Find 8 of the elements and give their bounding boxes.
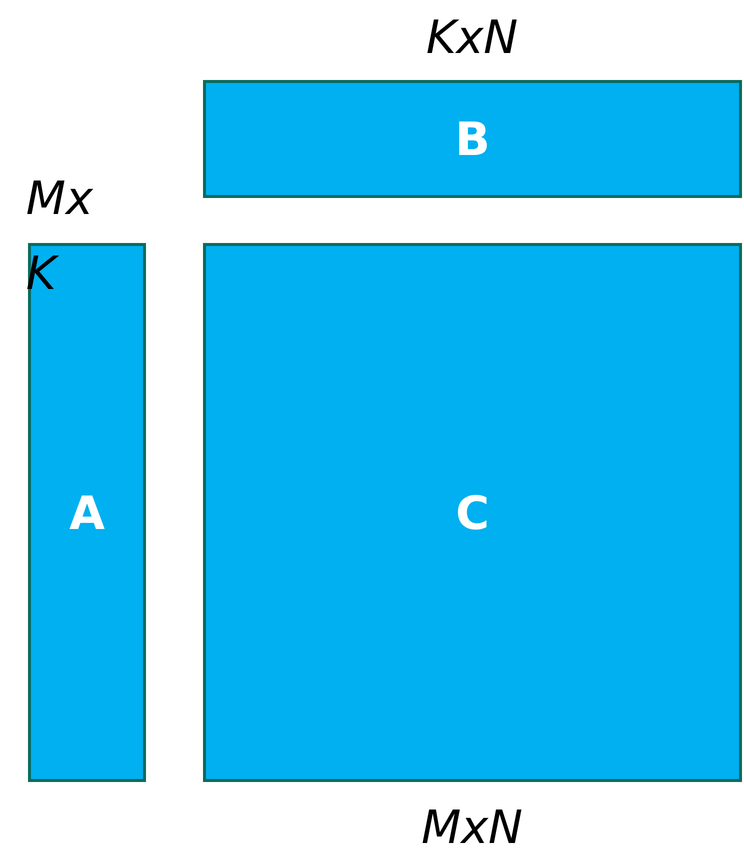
matrix-label: B xyxy=(454,112,490,166)
matrix-box xyxy=(203,80,742,198)
matrix-label: A xyxy=(69,486,105,540)
dimension-label: MxN xyxy=(421,799,523,853)
dimension-label: KxN xyxy=(426,9,518,66)
matrix-label: C xyxy=(456,486,490,540)
matrix-box xyxy=(28,243,146,782)
matrix-box xyxy=(203,243,742,782)
